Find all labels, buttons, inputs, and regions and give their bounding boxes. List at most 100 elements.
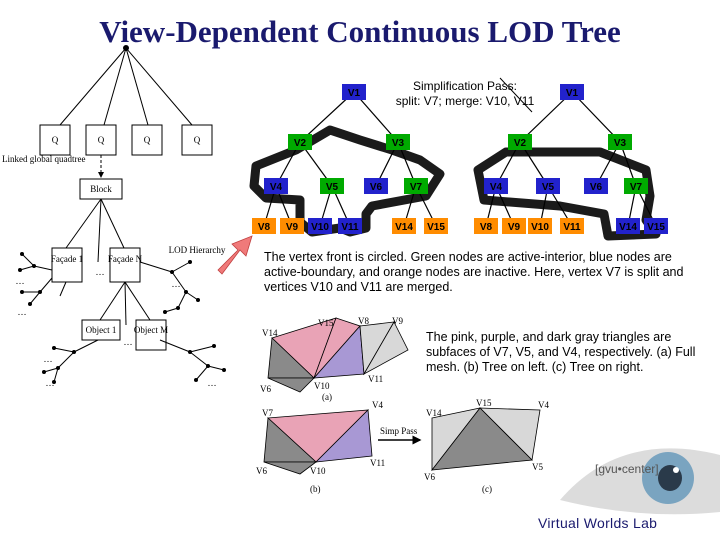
ellipsis: … [18,307,27,317]
facade-n-label: Façade N [108,254,143,264]
quadtree-node: Q [144,135,151,145]
node-label: V6 [590,182,603,193]
lod-hierarchy-label: LOD Hierarchy [169,245,226,255]
vertex-label: V9 [392,316,403,326]
vertex-label: V7 [262,408,273,418]
node-v3 [608,134,632,150]
node-label: V15 [427,222,445,233]
node-label: V8 [258,222,271,233]
node-v8 [252,218,276,234]
node-label: V2 [514,138,527,149]
vertex-label: V14 [426,408,442,418]
vertex-front-left [249,125,445,237]
node-v11 [560,218,584,234]
vertex-label: V15 [318,318,334,328]
node-v3 [386,134,410,150]
vertex-label: V10 [314,381,330,391]
pass-detail: split: V7; merge: V10, V11 [396,94,535,108]
node-label: V1 [566,88,579,99]
quadtree-label: Linked global quadtree [2,154,85,164]
node-label: V3 [392,138,405,149]
node-v5 [320,178,344,194]
node-v4 [484,178,508,194]
pink-arrow-icon [217,235,253,275]
ellipsis: … [44,354,53,364]
simp-pass-label: Simp Pass [380,426,418,436]
node-label: V10 [311,222,329,233]
vertex-label: V4 [372,400,383,410]
node-label: V1 [348,88,361,99]
eye-logo-icon [560,448,720,515]
object-1-label: Object 1 [86,325,117,335]
vertex-label: V5 [532,462,543,472]
node-label: V7 [410,182,423,193]
gvu-logo: [gvu•center] [595,462,659,476]
pass-arrow [499,77,533,113]
node-v2 [508,134,532,150]
vertex-label: V10 [310,466,326,476]
node-v14 [392,218,416,234]
quadtree-node: Q [52,135,59,145]
mesh-a-label: (a) [322,392,332,402]
node-label: V5 [326,182,339,193]
object-m-label: Object M [134,325,168,335]
vertex-label: V14 [262,328,278,338]
node-label: V6 [370,182,383,193]
node-v5 [536,178,560,194]
node-v6 [584,178,608,194]
tree-left [252,84,448,234]
mesh-b [263,409,373,475]
quadtree-node: Q [194,135,201,145]
node-v11 [338,218,362,234]
node-v14 [616,218,640,234]
node-v1 [560,84,584,100]
ellipsis: … [172,279,181,289]
node-v7 [624,178,648,194]
node-label: V9 [508,222,521,233]
node-v9 [280,218,304,234]
vertex-label: V8 [358,316,369,326]
node-v10 [308,218,332,234]
node-v15 [424,218,448,234]
vertex-label: V11 [370,458,385,468]
node-v8 [474,218,498,234]
ellipsis: … [124,337,133,347]
vertex-label: V6 [260,384,271,394]
ellipsis: … [96,267,105,277]
ellipsis: … [46,378,55,388]
facade-1-label: Façade 1 [51,254,83,264]
mesh-b-label: (b) [310,484,321,494]
node-label: V5 [542,182,555,193]
block-label: Block [90,184,112,194]
quadtree-node: Q [98,135,105,145]
node-v7 [404,178,428,194]
node-label: V9 [286,222,299,233]
vertex-label: V11 [368,374,383,384]
node-label: V8 [480,222,493,233]
node-v1 [342,84,366,100]
node-label: V14 [619,222,637,233]
caption-front: The vertex front is circled. Green nodes… [264,250,684,294]
vertex-label: V6 [424,472,435,482]
node-v9 [502,218,526,234]
virtual-worlds-lab-label: Virtual Worlds Lab [538,515,658,531]
vertex-label: V6 [256,466,267,476]
node-v6 [364,178,388,194]
ellipsis: … [208,378,217,388]
mesh-a [267,317,409,393]
node-label: V11 [341,222,359,233]
node-v2 [288,134,312,150]
scene-hierarchy: Q Q Q Q Linked global quadtree Block [2,45,226,388]
node-label: V2 [294,138,307,149]
node-label: V15 [647,222,665,233]
node-label: V4 [490,182,503,193]
node-v10 [528,218,552,234]
node-label: V14 [395,222,413,233]
vertex-label: V15 [476,398,492,408]
node-label: V3 [614,138,627,149]
vertex-label: V4 [538,400,549,410]
node-v15 [644,218,668,234]
caption-triangles: The pink, purple, and dark gray triangle… [426,330,696,374]
